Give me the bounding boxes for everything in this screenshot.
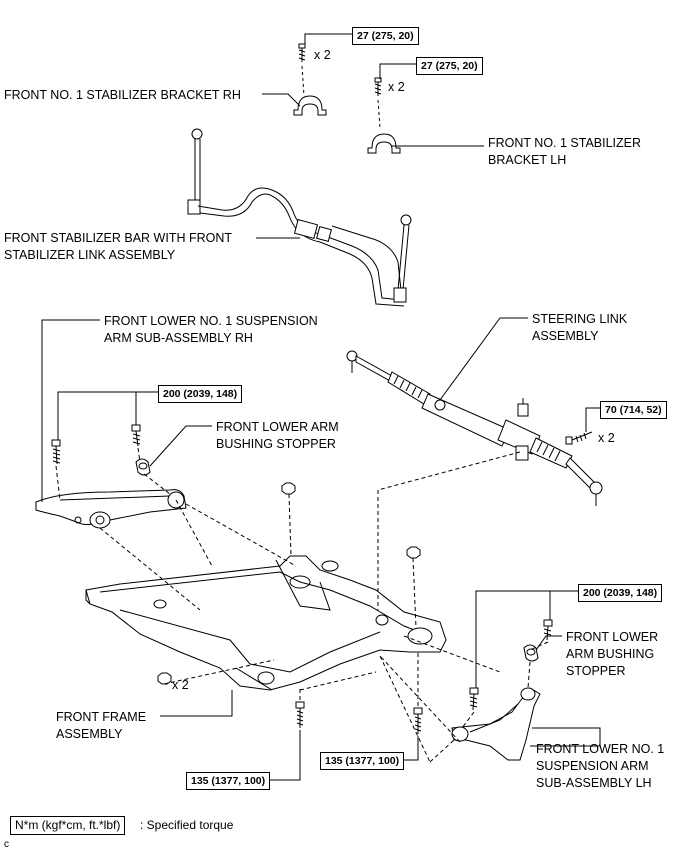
label-bushing-stopper-lh-line1: FRONT LOWER [566,630,659,644]
corner-mark: c [4,839,9,850]
torque-bracket-rh: 27 (275, 20) [352,27,419,45]
qty-bracket-rh: x 2 [314,48,331,62]
lower-arm-rh-bolt-rear-icon [131,424,141,447]
frame-nut-top-icon [281,482,296,495]
stabilizer-bracket-lh-icon [367,133,401,154]
torque-lower-arm-lh: 200 (2039, 148) [578,584,663,602]
torque-frame-right: 135 (1377, 100) [320,752,405,770]
steering-link-icon [346,350,603,506]
label-stabilizer-bracket-lh-line1: FRONT NO. 1 STABILIZER [488,136,642,150]
lower-arm-lh-icon [451,687,541,761]
lower-arm-lh-bolt-rear-icon [543,619,553,641]
label-bushing-stopper-rh-line2: BUSHING STOPPER [216,437,336,451]
qty-bracket-lh: x 2 [388,80,405,94]
legend-torque-unit: N*m (kgf*cm, ft.*lbf) [10,816,126,835]
lower-arm-rh-icon [35,489,187,529]
torque-steering-link: 70 (714, 52) [600,401,667,419]
lower-arm-lh-bolt-front-icon [469,687,479,711]
qty-frame-nut: x 2 [172,678,189,692]
label-steering-link-line2: ASSEMBLY [532,329,599,343]
label-stabilizer-bar-line1: FRONT STABILIZER BAR WITH FRONT [4,231,233,245]
bushing-stopper-rh-icon [135,458,151,476]
stabilizer-bracket-rh-icon [293,95,327,116]
torque-bracket-lh: 27 (275, 20) [416,57,483,75]
label-lower-arm-rh-line1: FRONT LOWER NO. 1 SUSPENSION [104,314,318,328]
label-bushing-stopper-lh-line2: ARM BUSHING [566,647,655,661]
label-lower-arm-lh-line2: SUSPENSION ARM [536,759,649,773]
lower-arm-rh-bolt-front-icon [51,439,61,465]
alignment-lines [55,447,549,763]
label-front-frame-line2: ASSEMBLY [56,727,123,741]
label-bushing-stopper-lh-line3: STOPPER [566,664,626,678]
frame-nut-left-icon [157,672,172,685]
bracket-lh-bolt-icon [374,77,382,96]
qty-steering-bolt: x 2 [598,431,615,445]
label-steering-link-line1: STEERING LINK [532,312,628,326]
label-lower-arm-lh-line1: FRONT LOWER NO. 1 [536,742,665,756]
label-lower-arm-rh-line2: ARM SUB-ASSEMBLY RH [104,331,253,345]
label-stabilizer-bar-line2: STABILIZER LINK ASSEMBLY [4,248,176,262]
front-frame-icon [85,555,447,691]
label-bushing-stopper-rh-line1: FRONT LOWER ARM [216,420,339,434]
label-stabilizer-bracket-lh-line2: BRACKET LH [488,153,567,167]
torque-lower-arm-rh: 200 (2039, 148) [158,385,243,403]
frame-bolt-left-icon [295,701,305,728]
label-lower-arm-lh-line3: SUB-ASSEMBLY LH [536,776,652,790]
label-front-frame-line1: FRONT FRAME [56,710,147,724]
bushing-stopper-lh-icon [523,644,539,662]
steering-mount-bolt-icon [565,431,593,445]
legend-torque-text: : Specified torque [140,818,234,832]
stabilizer-bar-icon [187,128,412,307]
frame-nut-right-icon [406,546,421,559]
bracket-rh-bolt-icon [298,43,306,62]
frame-bolt-right-icon [413,707,423,734]
label-stabilizer-bracket-rh: FRONT NO. 1 STABILIZER BRACKET RH [4,88,241,102]
leader-lines [41,33,601,781]
torque-frame-left: 135 (1377, 100) [186,772,271,790]
